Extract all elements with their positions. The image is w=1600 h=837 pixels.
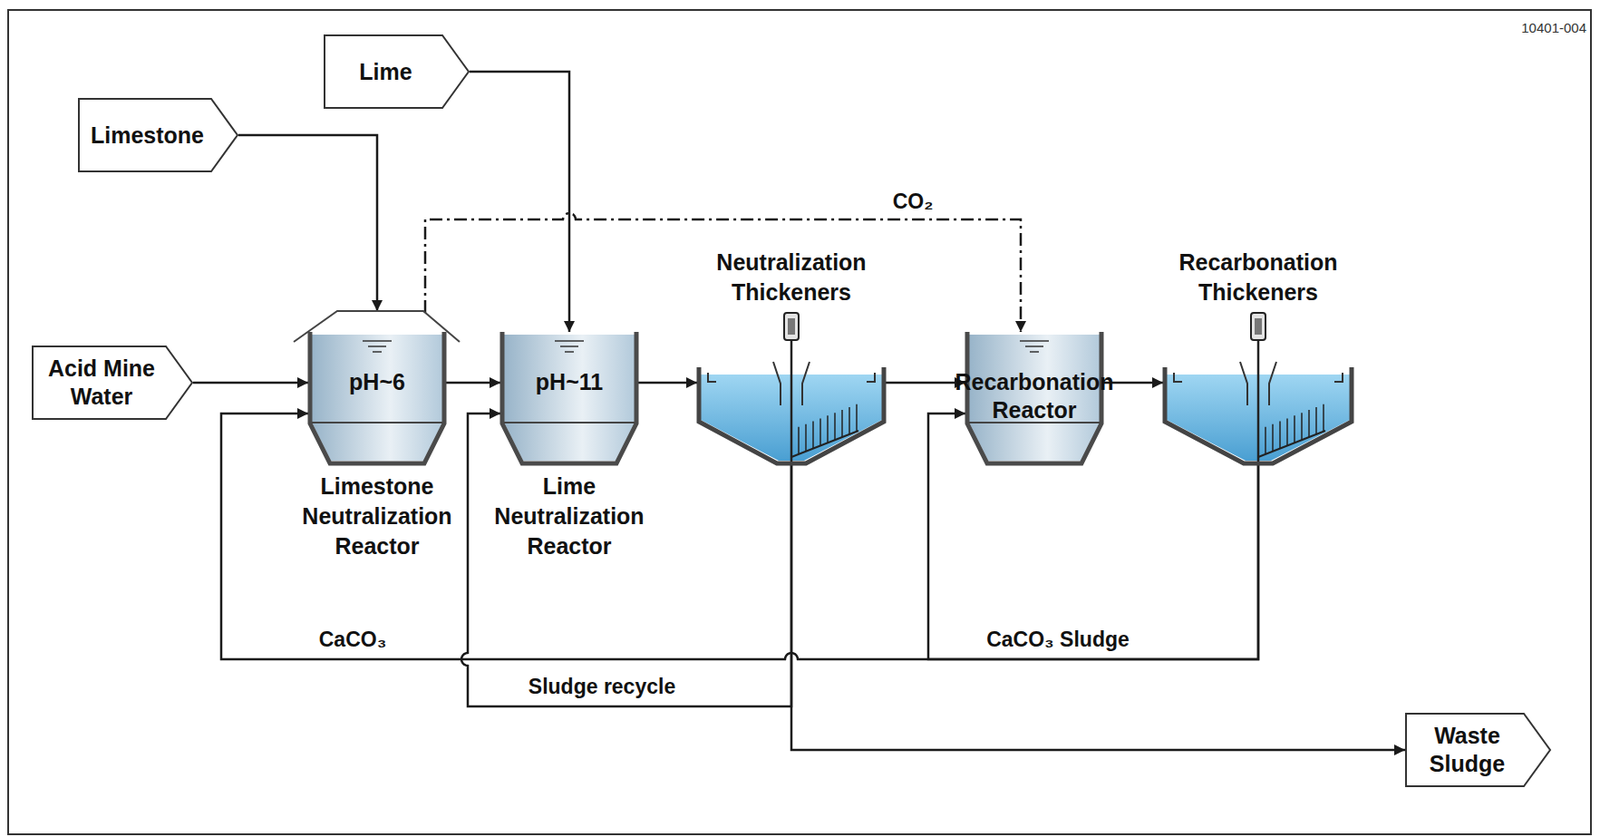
rake-blade: [819, 417, 822, 446]
tank-cone-line: [311, 421, 443, 424]
reactor-tank: pH~11Lime Neutralization Reactor: [500, 331, 639, 465]
water-surface-mark: [1029, 350, 1039, 353]
edge-label: CO₂: [890, 189, 937, 214]
rake-blade: [812, 421, 815, 449]
rake-blade: [1279, 421, 1281, 449]
node-shape: [308, 331, 447, 465]
edge-label: CaCO₃: [316, 627, 390, 652]
tag-text: Limestone: [90, 121, 204, 150]
unit-name: Recarbonation Thickeners: [1149, 247, 1368, 308]
drive-motor: [784, 312, 799, 340]
rake-arm: [1258, 430, 1326, 457]
tank-contents: [504, 334, 635, 461]
drive-motor: [1250, 312, 1266, 340]
tank-roof: [293, 310, 460, 342]
water-surface-mark: [560, 345, 579, 348]
tag-text: Lime: [358, 58, 412, 87]
edge-label: Sludge recycle: [525, 674, 679, 699]
water-surface-mark: [1025, 345, 1044, 348]
flow-line: [928, 413, 1259, 660]
tag-outline: [32, 346, 193, 419]
tag-text: Acid Mine Water: [38, 354, 165, 411]
drawing-number: 10401-004: [1521, 19, 1587, 37]
drive-motor-detail: [787, 318, 796, 335]
flow-line: [469, 71, 570, 332]
unit-name: Limestone Neutralization Reactor: [280, 471, 475, 562]
rake-blade: [1286, 417, 1289, 446]
rake-blade: [804, 424, 807, 452]
tank-contents: [311, 334, 443, 461]
rake-blade: [848, 407, 851, 435]
ph-value: Recarbonation Reactor: [954, 368, 1114, 425]
drive-shaft: [1257, 339, 1261, 462]
tag-outline: [78, 98, 238, 172]
node-shape: [1163, 367, 1354, 465]
output-tag: Waste Sludge: [1405, 712, 1552, 787]
rake-blade: [1264, 426, 1267, 455]
rake-blade: [1271, 424, 1274, 452]
rake-arm: [791, 430, 859, 457]
node-shape: [500, 331, 639, 465]
flow-line: [791, 464, 1406, 750]
ph-value: pH~11: [535, 368, 603, 397]
flow-line: [446, 381, 501, 385]
feed-tag: Acid Mine Water: [31, 345, 194, 420]
rake-blade: [1315, 407, 1318, 435]
rake-blade: [1300, 412, 1303, 440]
rake-blade: [797, 426, 800, 455]
frame: [8, 9, 1591, 834]
tank-wall: [310, 331, 445, 464]
drive-motor-detail: [1254, 318, 1262, 335]
tag-outline: [324, 35, 469, 108]
flow-line: [638, 381, 698, 385]
thickener: Neutralization Thickeners: [697, 367, 886, 465]
rake-blade: [1293, 415, 1296, 443]
unit-name: Neutralization Thickeners: [682, 247, 901, 308]
rake-blade: [833, 412, 836, 440]
thickener: Recarbonation Thickeners: [1163, 367, 1354, 465]
feed-tag: Lime: [323, 34, 470, 109]
flow-line: [193, 381, 309, 385]
water-surface-mark: [372, 350, 382, 353]
tag-text: Waste Sludge: [1412, 721, 1523, 778]
flow-line: [461, 413, 792, 707]
rake-blade: [1322, 404, 1325, 432]
flow-line: [238, 135, 378, 311]
water-surface-mark: [362, 339, 392, 342]
water-surface-mark: [1019, 339, 1049, 342]
flow-line: [885, 381, 966, 385]
tag-outline: [1406, 713, 1551, 786]
feed-tag: Limestone: [77, 97, 239, 173]
rake-blade: [826, 415, 829, 443]
rake-blade: [1308, 409, 1310, 437]
reactor-tank: Recarbonation Reactor: [965, 331, 1104, 465]
tank-cone-line: [504, 421, 635, 424]
rake-blade: [841, 409, 844, 437]
edge-label: CaCO₃ Sludge: [983, 627, 1133, 652]
water-surface-mark: [368, 345, 387, 348]
rake-blade: [855, 404, 858, 432]
ph-value: pH~6: [349, 368, 406, 397]
unit-name: Lime Neutralization Reactor: [472, 471, 667, 562]
water-surface-mark: [554, 339, 584, 342]
gas-line: [425, 213, 1021, 332]
drive-shaft: [790, 339, 794, 462]
node-shape: [697, 367, 886, 465]
water-surface-mark: [564, 350, 574, 353]
tank-wall: [502, 331, 637, 464]
reactor-tank: pH~6Limestone Neutralization Reactor: [308, 331, 447, 465]
